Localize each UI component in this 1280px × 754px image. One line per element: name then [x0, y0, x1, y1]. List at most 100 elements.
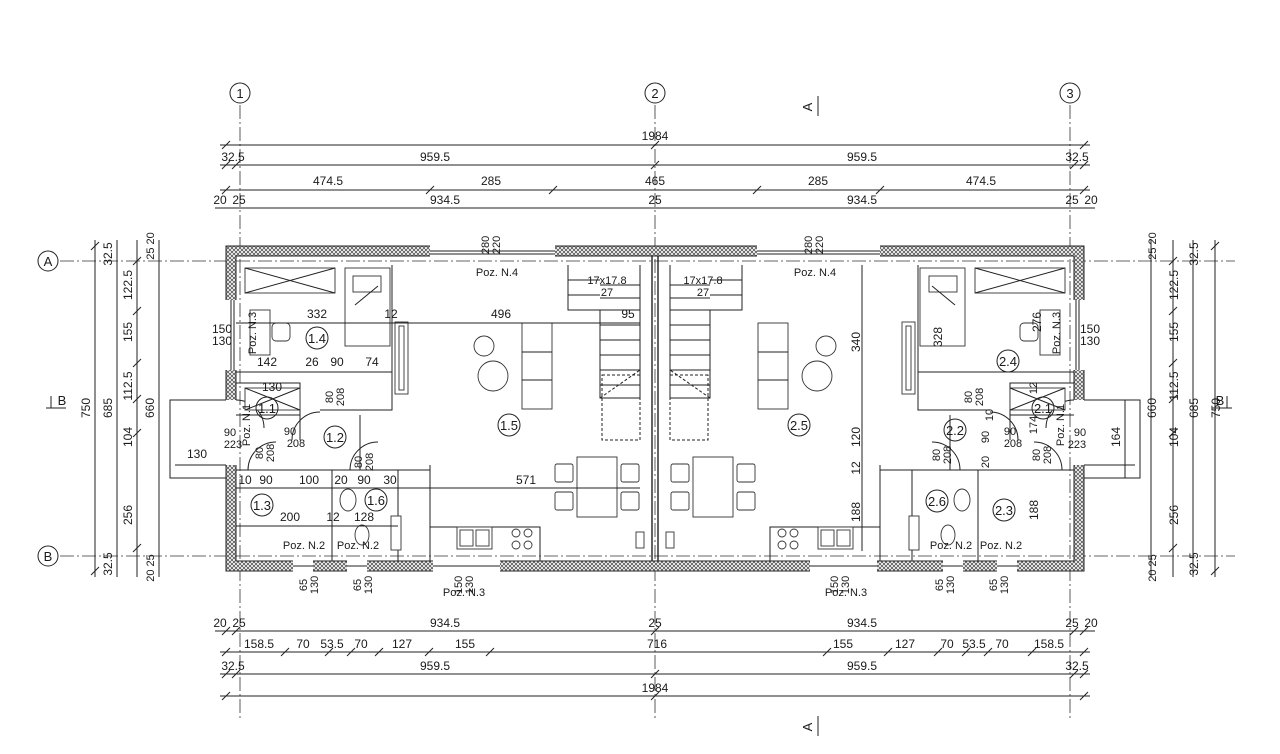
svg-text:27: 27: [601, 287, 613, 299]
dim-label: 660: [1145, 398, 1159, 418]
right-unit-annotations: 280 220 Poz. N.4 17x17.8 27 340 328 276 …: [683, 236, 1123, 599]
svg-text:90: 90: [980, 431, 992, 443]
svg-text:74: 74: [365, 355, 379, 369]
dim-label: 70: [940, 637, 954, 651]
dim-label: 25: [232, 616, 246, 630]
dim-label: 685: [1187, 398, 1201, 418]
dim-label: 25: [648, 616, 662, 630]
svg-text:27: 27: [697, 287, 709, 299]
dim-label: 104: [121, 427, 135, 447]
svg-text:Poz. N.2: Poz. N.2: [980, 540, 1022, 552]
svg-text:223: 223: [1068, 439, 1086, 451]
dim-label: 25: [1065, 616, 1079, 630]
svg-text:1.2: 1.2: [326, 430, 344, 445]
svg-text:10: 10: [238, 473, 252, 487]
room-1-6: 1.6: [364, 488, 388, 512]
svg-text:12: 12: [849, 461, 863, 475]
svg-text:12: 12: [384, 307, 398, 321]
svg-text:208: 208: [287, 438, 305, 450]
svg-text:130: 130: [840, 576, 852, 594]
room-1-5: 1.5: [497, 413, 521, 437]
svg-text:188: 188: [1027, 500, 1041, 520]
svg-text:1.4: 1.4: [308, 331, 326, 346]
section-a-top: A: [800, 102, 815, 111]
svg-text:Poz. N.3: Poz. N.3: [247, 312, 259, 354]
svg-text:130: 130: [945, 576, 957, 594]
svg-text:65: 65: [988, 579, 1000, 591]
dim-label: 465: [645, 174, 665, 188]
svg-text:130: 130: [262, 380, 282, 394]
dim-bottom-overall: 1984: [642, 681, 669, 695]
dim-label: 959.5: [847, 659, 877, 673]
svg-text:340: 340: [849, 332, 863, 352]
dim-label: 155: [1167, 322, 1181, 342]
svg-text:328: 328: [931, 327, 945, 347]
svg-text:150: 150: [212, 322, 232, 336]
svg-text:332: 332: [307, 307, 327, 321]
svg-text:130: 130: [464, 576, 476, 594]
svg-text:1.3: 1.3: [253, 498, 271, 513]
svg-text:20: 20: [334, 473, 348, 487]
svg-text:2.6: 2.6: [928, 494, 946, 509]
dim-label: 112.5: [1167, 371, 1181, 400]
svg-text:2.4: 2.4: [999, 354, 1017, 369]
svg-text:150: 150: [453, 576, 465, 594]
dim-label: 155: [833, 637, 853, 651]
dim-label: 53.5: [962, 637, 986, 651]
room-2-4: 2.4: [996, 349, 1020, 373]
svg-text:1.1: 1.1: [258, 401, 276, 416]
section-b-right: B: [1216, 393, 1225, 408]
svg-text:90: 90: [357, 473, 371, 487]
dim-label: 285: [481, 174, 501, 188]
dim-label: 32.5: [1065, 659, 1089, 673]
svg-text:208: 208: [265, 444, 277, 462]
dim-label: 959.5: [420, 150, 450, 164]
svg-text:571: 571: [516, 473, 536, 487]
section-markers: A A B B: [46, 96, 1232, 736]
svg-text:17x17.8: 17x17.8: [587, 275, 626, 287]
svg-text:220: 220: [814, 236, 826, 254]
dim-label: 155: [455, 637, 475, 651]
bottom-dimensions: 20 25 934.5 25 934.5 25 20 158.5 70 53.5…: [213, 616, 1098, 695]
dim-label: 20 25: [145, 554, 157, 582]
svg-text:174: 174: [1028, 416, 1040, 434]
room-2-5: 2.5: [787, 413, 811, 437]
dim-label: 20: [1084, 616, 1098, 630]
svg-text:80: 80: [963, 391, 975, 403]
room-2-6: 2.6: [925, 489, 949, 513]
dim-label: 20: [1084, 193, 1098, 207]
svg-text:90: 90: [330, 355, 344, 369]
svg-text:1.6: 1.6: [367, 493, 385, 508]
svg-text:Poz. N.1: Poz. N.1: [1055, 404, 1067, 446]
svg-text:120: 120: [849, 427, 863, 447]
left-dimensions: 750 685 32.5 122.5 155 112.5 104 256 32.…: [79, 232, 157, 582]
exterior-walls: [169, 245, 1141, 572]
dim-label: 32.5: [101, 552, 115, 576]
dim-label: 32.5: [101, 242, 115, 266]
dim-label: 474.5: [313, 174, 343, 188]
svg-text:Poz. N.2: Poz. N.2: [283, 540, 325, 552]
grid-label-a: A: [44, 254, 53, 269]
svg-text:130: 130: [1080, 334, 1100, 348]
svg-text:90: 90: [1004, 426, 1016, 438]
room-2-2: 2.2: [943, 418, 967, 442]
svg-text:223: 223: [224, 439, 242, 451]
dim-label: 53.5: [320, 637, 344, 651]
svg-text:2.5: 2.5: [790, 418, 808, 433]
dim-label: 127: [895, 637, 915, 651]
svg-text:10: 10: [984, 409, 996, 421]
svg-text:80: 80: [353, 456, 365, 468]
dim-label: 122.5: [121, 270, 135, 300]
svg-text:130: 130: [187, 447, 207, 461]
section-a-bottom: A: [800, 722, 815, 731]
dim-label: 127: [392, 637, 412, 651]
svg-text:80: 80: [324, 391, 336, 403]
room-1-2: 1.2: [323, 425, 347, 449]
dim-label: 660: [143, 398, 157, 418]
svg-text:90: 90: [259, 473, 273, 487]
grid-label-b: B: [44, 549, 53, 564]
svg-text:Poz. N.3: Poz. N.3: [825, 587, 867, 599]
svg-text:Poz. N.2: Poz. N.2: [337, 540, 379, 552]
left-unit-annotations: 280 220 Poz. N.4 17x17.8 27 332 12 496 9…: [187, 236, 640, 599]
dim-label: 474.5: [966, 174, 996, 188]
